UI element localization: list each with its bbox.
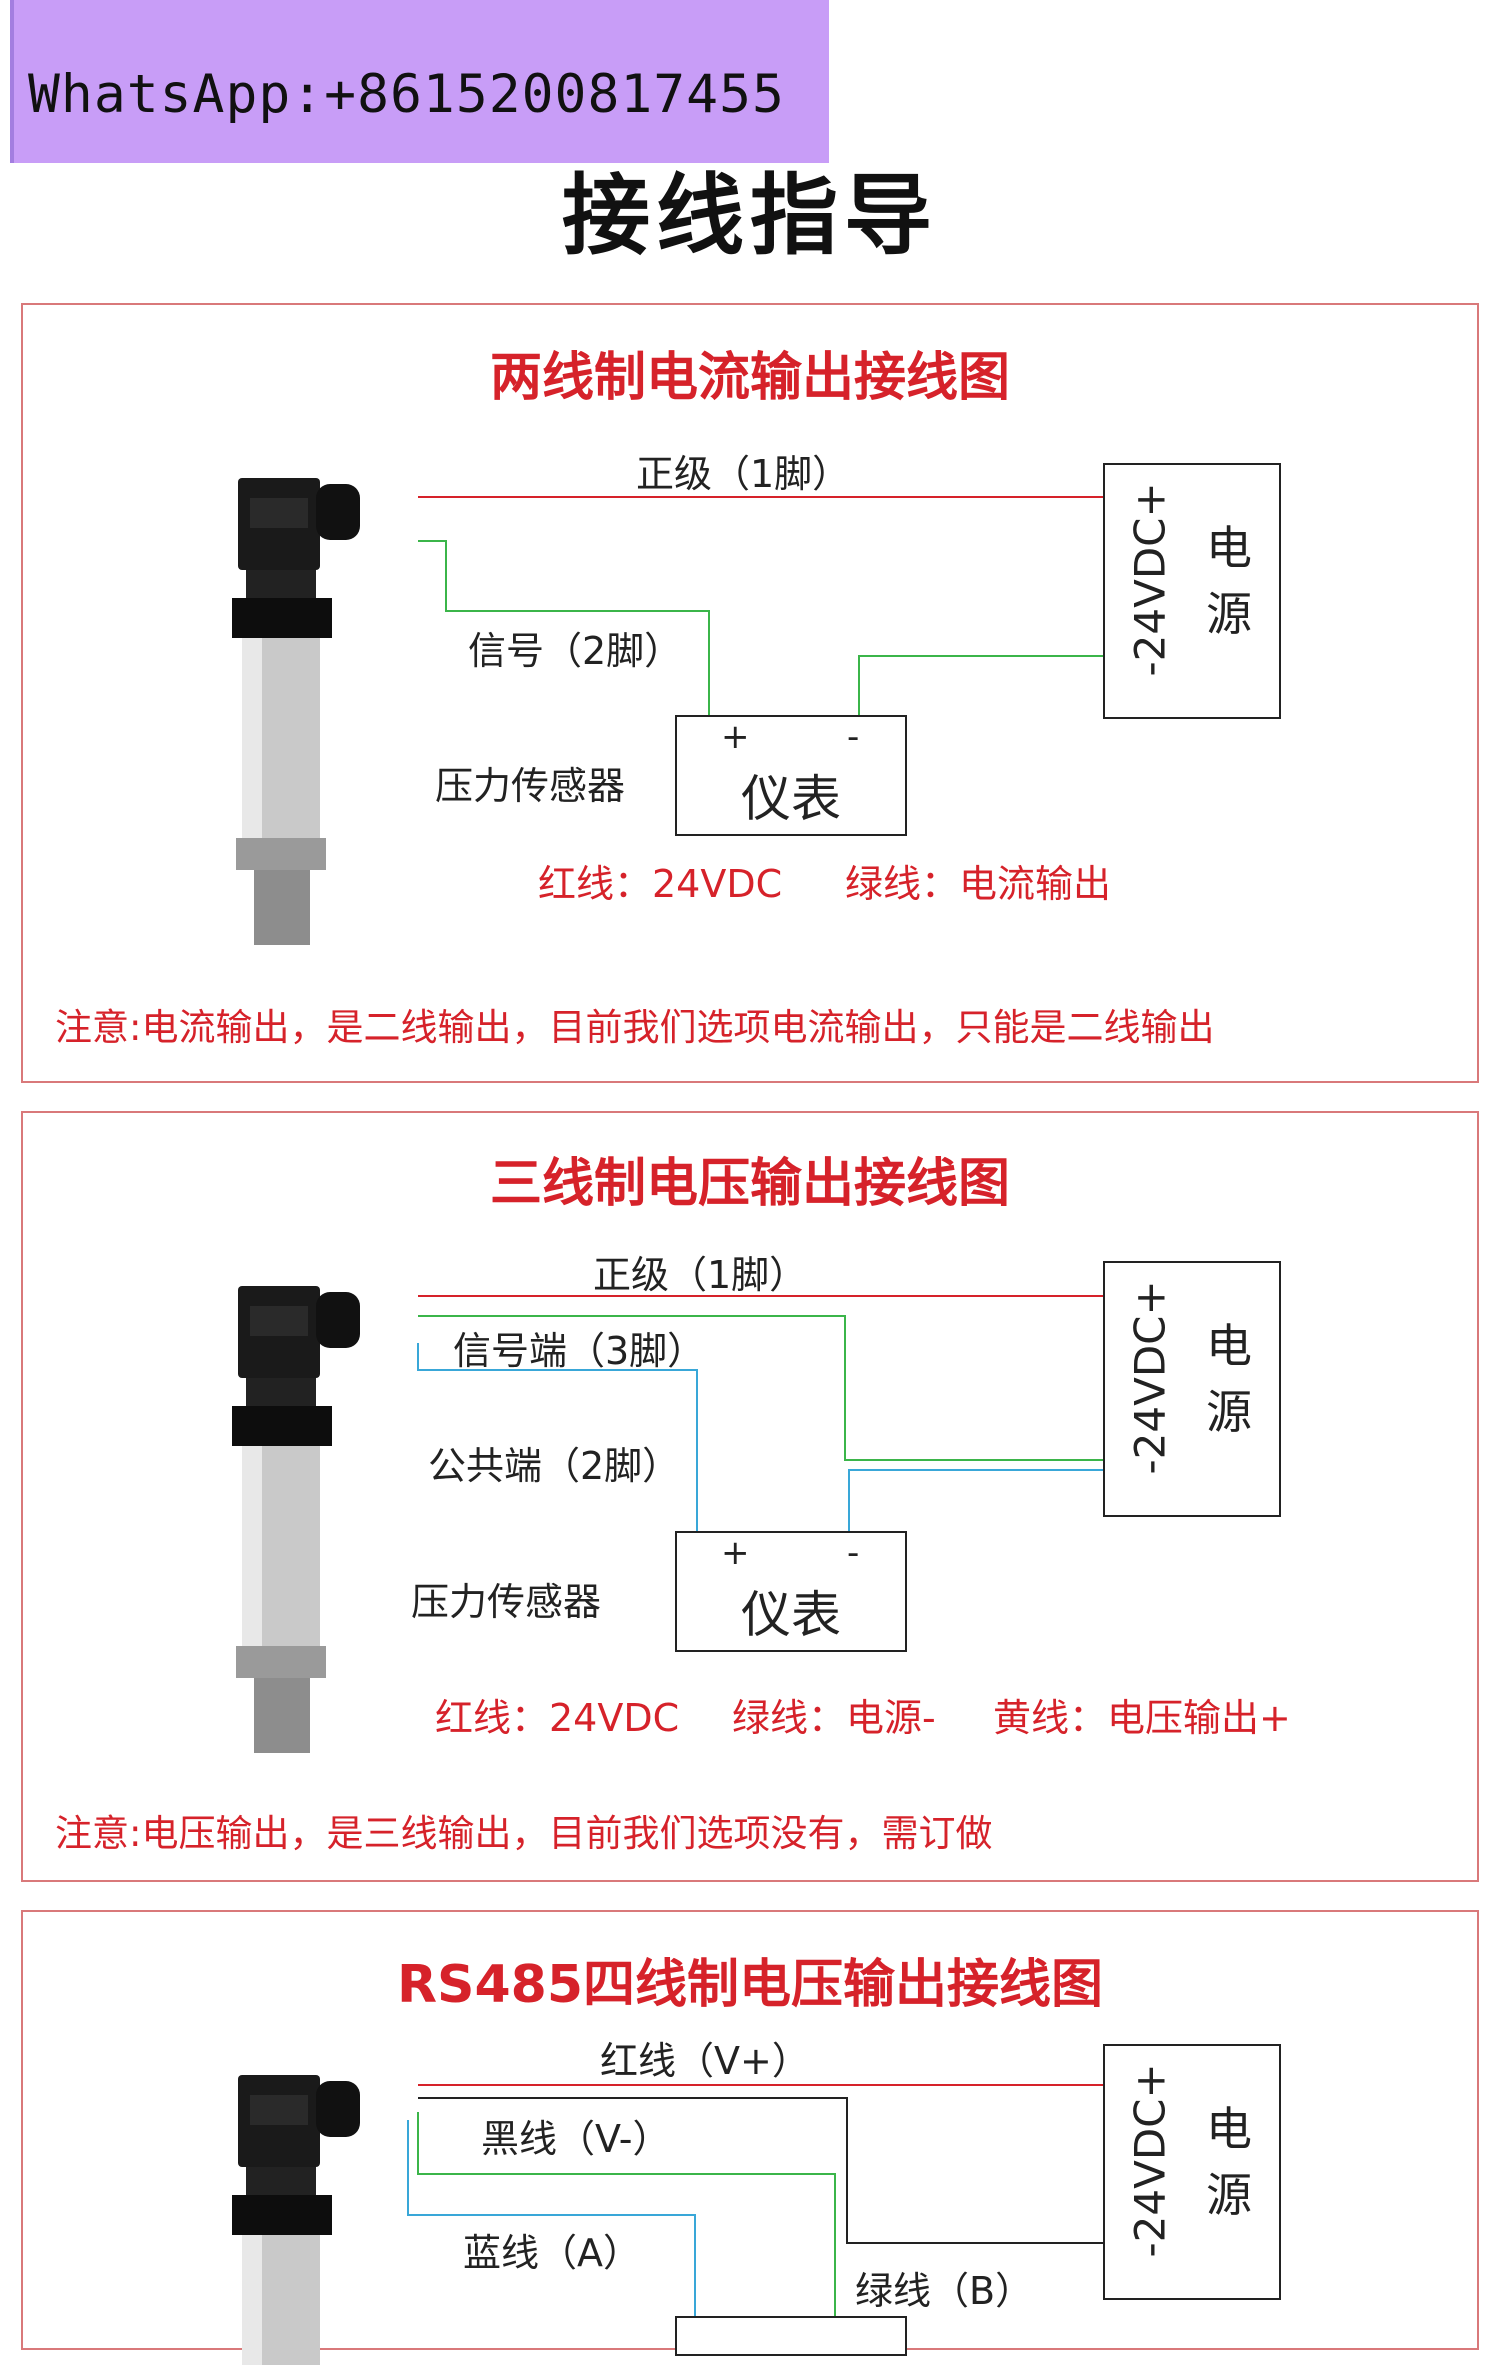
wire-label-common: 公共端（2脚） <box>428 1444 681 1488</box>
power-supply-box: -24VDC+ 电源 <box>1103 1261 1281 1517</box>
green-wire <box>417 2112 836 2322</box>
meter-minus: - <box>847 1533 860 1573</box>
psu-voltage: -24VDC+ <box>1125 482 1175 677</box>
green-wire-return <box>858 655 1103 715</box>
panel-three-wire: 三线制电压输出接线图 正级（1脚） 信号端（3脚） 公共端（2脚） 压力传感器 … <box>21 1111 1479 1882</box>
panel-rs485: RS485四线制电压输出接线图 红线（V+） 黑线（V-） 蓝线（A） 绿线（B… <box>21 1910 1479 2365</box>
wire-label-signal: 信号端（3脚） <box>453 1329 706 1373</box>
wire-label-red: 红线（V+） <box>600 2039 810 2083</box>
wire-label-black: 黑线（V-） <box>481 2117 671 2161</box>
panel-note: 注意:电压输出，是三线输出，目前我们选项没有，需订做 <box>55 1812 993 1855</box>
meter-plus: + <box>721 1533 750 1573</box>
panel-note: 注意:电流输出，是二线输出，目前我们选项电流输出，只能是二线输出 <box>55 1006 1215 1049</box>
blue-wire-common <box>417 1343 698 1531</box>
pressure-sensor-image <box>232 1286 360 1753</box>
sensor-label: 压力传感器 <box>411 1580 602 1624</box>
meter-label: 仪表 <box>741 770 841 828</box>
meter-box <box>675 2316 907 2356</box>
legend-red-wire: 红线：24VDC <box>538 862 783 906</box>
watermark-text: WhatsApp:+8615200817455 <box>28 64 785 125</box>
meter-box: + - 仪表 <box>675 715 907 836</box>
watermark-banner: WhatsApp:+8615200817455 <box>10 0 829 163</box>
meter-minus: - <box>847 717 860 757</box>
legend-green-wire: 绿线：电流输出 <box>845 862 1112 906</box>
wire-label-positive: 正级（1脚） <box>636 452 851 496</box>
wiring-lines <box>418 496 1103 715</box>
power-supply-box: -24VDC+ 电源 <box>1103 2044 1281 2300</box>
wiring-lines <box>417 1295 1103 1531</box>
psu-label: 电源 <box>1206 2102 1252 2222</box>
page-title: 接线指导 <box>561 164 938 267</box>
power-supply-box: -24VDC+ 电源 <box>1103 463 1281 719</box>
meter-plus: + <box>721 717 750 757</box>
legend-green-wire: 绿线：电源- <box>732 1696 936 1740</box>
panel-two-wire: 两线制电流输出接线图 正级（1脚） 信号（2脚） 压力传感器 + - 仪表 -2… <box>21 303 1479 1083</box>
blue-wire-return <box>848 1469 1103 1531</box>
wiring-lines <box>407 2084 1103 2322</box>
wire-label-blue: 蓝线（A） <box>463 2231 641 2275</box>
black-wire <box>418 2097 1103 2244</box>
legend-yellow-wire: 黄线：电压输出+ <box>993 1696 1291 1740</box>
wire-label-signal: 信号（2脚） <box>468 629 683 673</box>
pressure-sensor-image <box>232 2075 360 2365</box>
blue-wire <box>407 2120 696 2322</box>
meter-box: + - 仪表 <box>675 1531 907 1652</box>
pressure-sensor-image <box>232 478 360 945</box>
psu-label: 电源 <box>1206 521 1252 641</box>
green-wire-signal <box>418 540 710 715</box>
psu-voltage: -24VDC+ <box>1125 2063 1175 2258</box>
legend-red-wire: 红线：24VDC <box>435 1696 680 1740</box>
wire-label-positive: 正级（1脚） <box>593 1253 808 1297</box>
sensor-label: 压力传感器 <box>435 764 626 808</box>
meter-label: 仪表 <box>741 1586 841 1644</box>
wire-label-green: 绿线（B） <box>855 2269 1034 2313</box>
panel-title: RS485四线制电压输出接线图 <box>396 1955 1104 2015</box>
green-wire-signal <box>418 1315 1103 1461</box>
psu-label: 电源 <box>1206 1319 1252 1439</box>
psu-voltage: -24VDC+ <box>1125 1280 1175 1475</box>
panel-title: 三线制电压输出接线图 <box>489 1154 1010 1214</box>
panel-title: 两线制电流输出接线图 <box>489 348 1010 408</box>
